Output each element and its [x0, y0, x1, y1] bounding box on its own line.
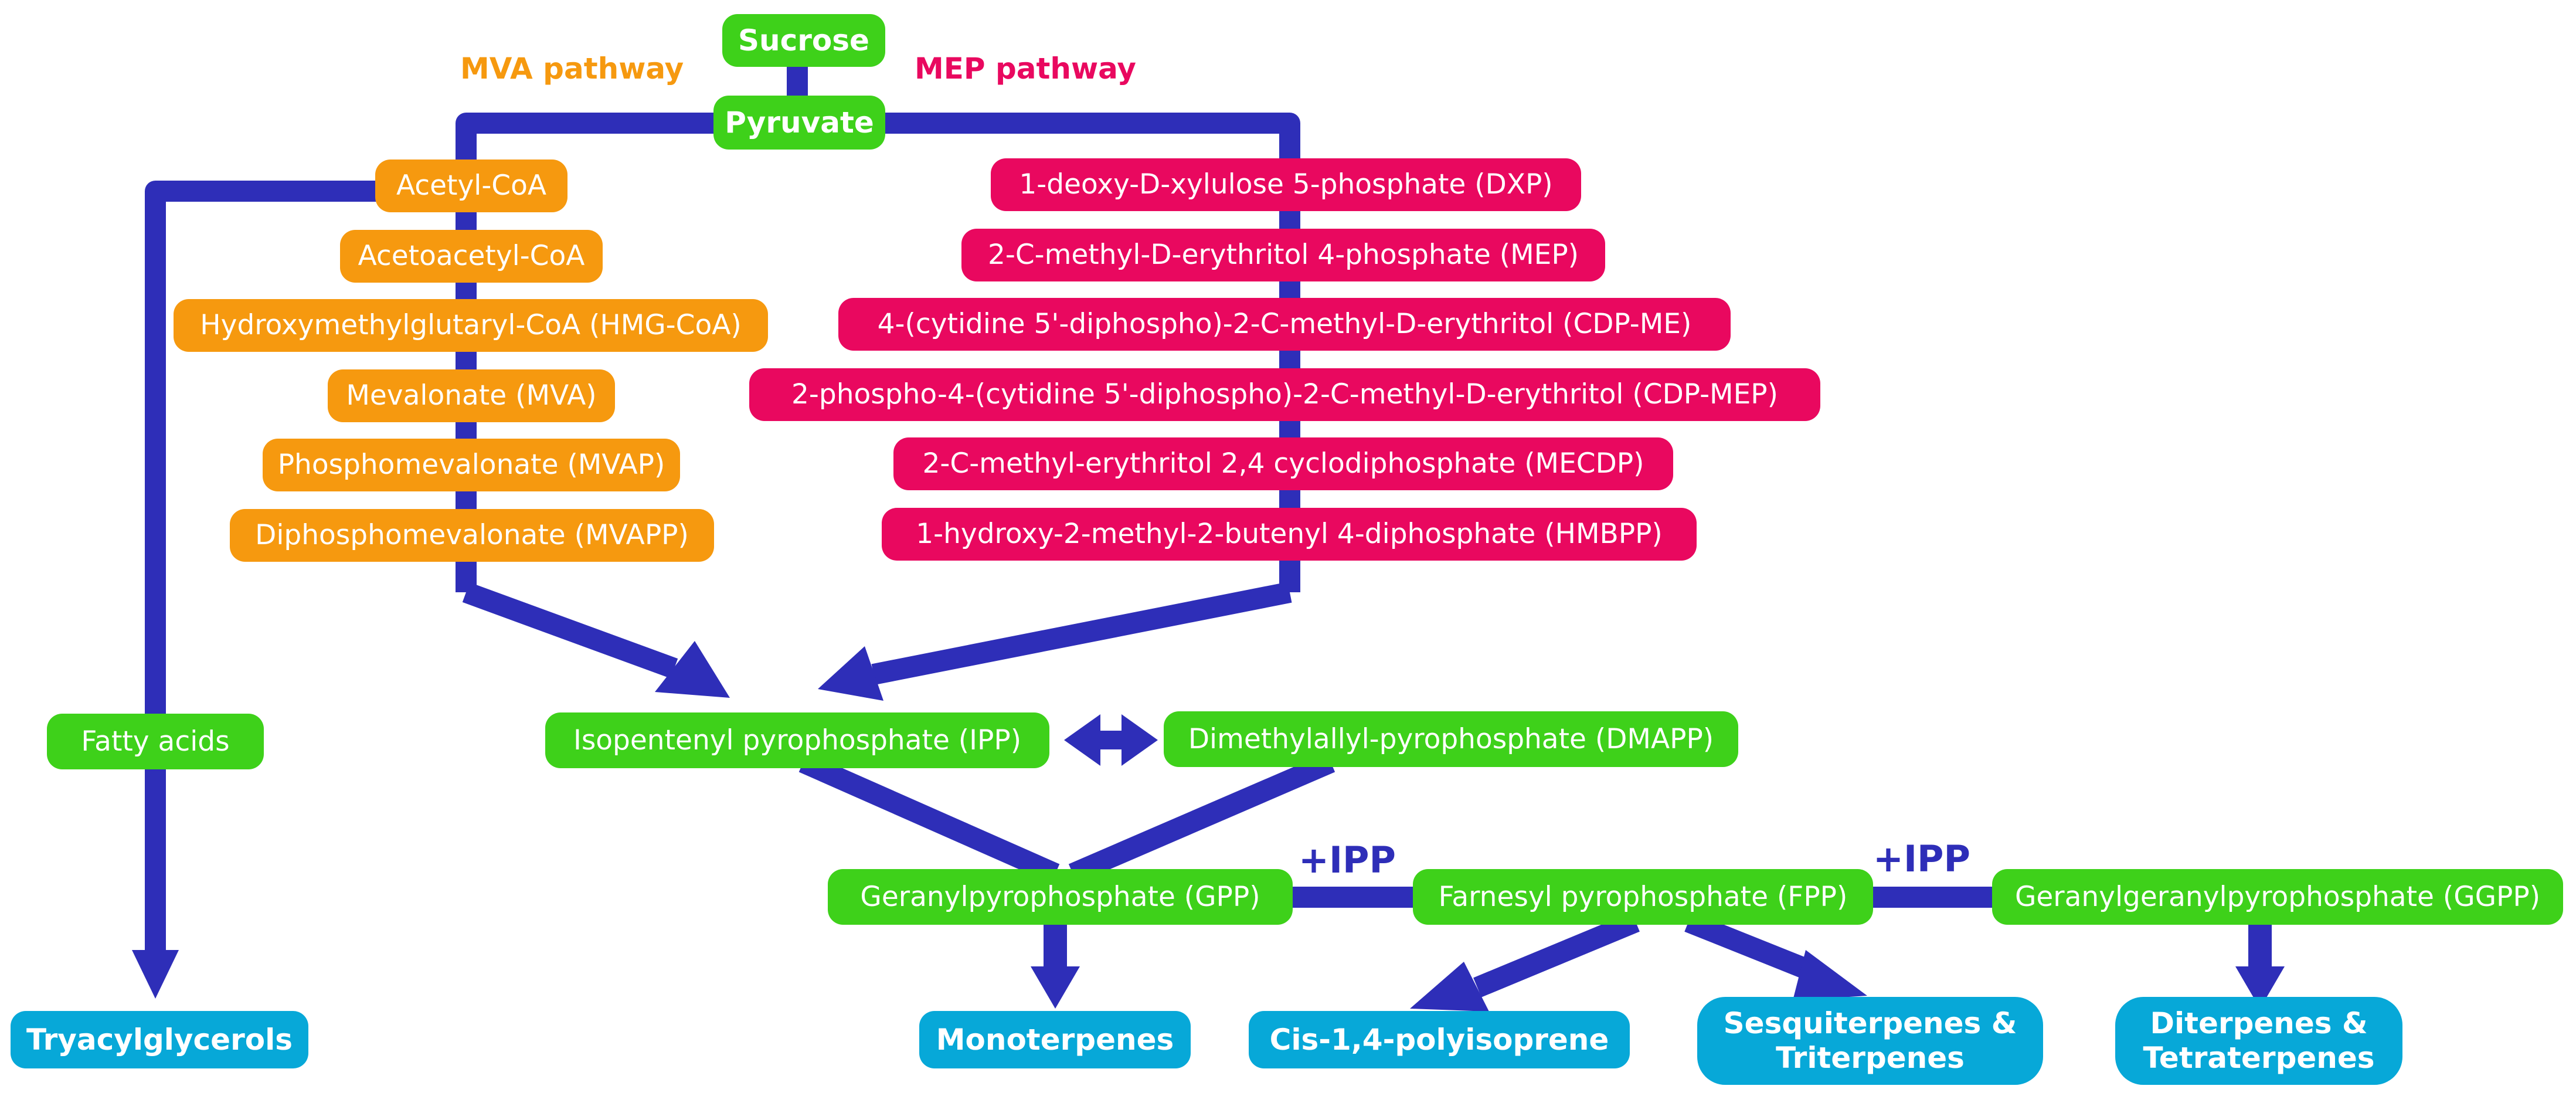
- mva-node-diphosphomevalonate: Diphosphomevalonate (MVAPP): [230, 509, 714, 562]
- arrowhead-polyisoprene: [1410, 962, 1489, 1012]
- connector-pyruvate-mep: [879, 113, 1300, 592]
- dmapp-node: Dimethylallyl-pyrophosphate (DMAPP): [1164, 711, 1738, 767]
- ggpp-node: Geranylgeranylpyrophosphate (GGPP): [1992, 869, 2563, 925]
- connector-fpp-sesquiterpenes: [1684, 912, 1821, 983]
- plus-ipp-label-gpp-fpp: +IPP: [1299, 839, 1396, 881]
- mva-node-phosphomevalonate: Phosphomevalonate (MVAP): [263, 439, 680, 491]
- plus-ipp-label-fpp-ggpp: +IPP: [1873, 837, 1970, 880]
- arrowhead-tryacylglycerols: [132, 950, 179, 999]
- mep-node-mecdp: 2-C-methyl-erythritol 2,4 cyclodiphospha…: [893, 437, 1673, 490]
- connector-ipp-gpp: [798, 752, 1060, 884]
- connector-fpp-polyisoprene: [1473, 912, 1640, 997]
- arrowhead-mep-ipp: [818, 646, 883, 701]
- connector-pyruvate-mva: [456, 113, 727, 592]
- gpp-node: Geranylpyrophosphate (GPP): [828, 869, 1293, 925]
- arrowhead-mva-ipp: [655, 641, 730, 698]
- mva-node-acetyl-coa: Acetyl-CoA: [375, 160, 567, 212]
- fpp-node: Farnesyl pyrophosphate (FPP): [1413, 869, 1873, 925]
- arrow-mva-to-ipp: [462, 582, 678, 678]
- sesquiterpenes-label: Sesquiterpenes &: [1723, 1006, 2017, 1040]
- mva-node-mevalonate: Mevalonate (MVA): [328, 369, 615, 422]
- mep-node-cdp-mep: 2-phospho-4-(cytidine 5'-diphospho)-2-C-…: [749, 368, 1820, 421]
- double-arrow-ipp-dmapp: [1064, 714, 1158, 766]
- tetraterpenes-label: Tetraterpenes: [2143, 1041, 2375, 1075]
- mva-node-hmg-coa: Hydroxymethylglutaryl-CoA (HMG-CoA): [174, 299, 768, 352]
- mep-pathway-label: MEP pathway: [915, 52, 1136, 86]
- polyisoprene-node: Cis-1,4-polyisoprene: [1249, 1011, 1630, 1068]
- arrowhead-monoterpenes: [1031, 966, 1080, 1009]
- mva-pathway-label: MVA pathway: [460, 52, 684, 86]
- sesquiterpenes-triterpenes-node: Sesquiterpenes & Triterpenes: [1697, 997, 2043, 1085]
- pyruvate-node: Pyruvate: [713, 96, 885, 150]
- fatty-acids-node: Fatty acids: [47, 714, 264, 769]
- sucrose-node: Sucrose: [722, 14, 885, 67]
- diterpenes-label: Diterpenes &: [2150, 1006, 2368, 1040]
- tryacylglycerols-node: Tryacylglycerols: [11, 1011, 308, 1068]
- mep-node-mep: 2-C-methyl-D-erythritol 4-phosphate (MEP…: [961, 229, 1605, 281]
- arrowhead-diterpenes: [2235, 966, 2285, 1009]
- connector-acetylcoa-fattyacids: [145, 181, 380, 721]
- arrowhead-sesquiterpenes: [1793, 950, 1867, 1000]
- triterpenes-label: Triterpenes: [1776, 1041, 1965, 1075]
- connector-dmapp-gpp: [1068, 752, 1335, 884]
- mva-node-acetoacetyl-coa: Acetoacetyl-CoA: [340, 230, 603, 283]
- diterpenes-tetraterpenes-node: Diterpenes & Tetraterpenes: [2115, 997, 2402, 1085]
- ipp-node: Isopentenyl pyrophosphate (IPP): [545, 712, 1049, 768]
- mep-node-dxp: 1-deoxy-D-xylulose 5-phosphate (DXP): [991, 158, 1581, 211]
- arrow-mep-to-ipp: [871, 582, 1292, 685]
- monoterpenes-node: Monoterpenes: [919, 1011, 1191, 1068]
- mep-node-cdp-me: 4-(cytidine 5'-diphospho)-2-C-methyl-D-e…: [838, 298, 1731, 351]
- mep-node-hmbpp: 1-hydroxy-2-methyl-2-butenyl 4-diphospha…: [882, 508, 1697, 561]
